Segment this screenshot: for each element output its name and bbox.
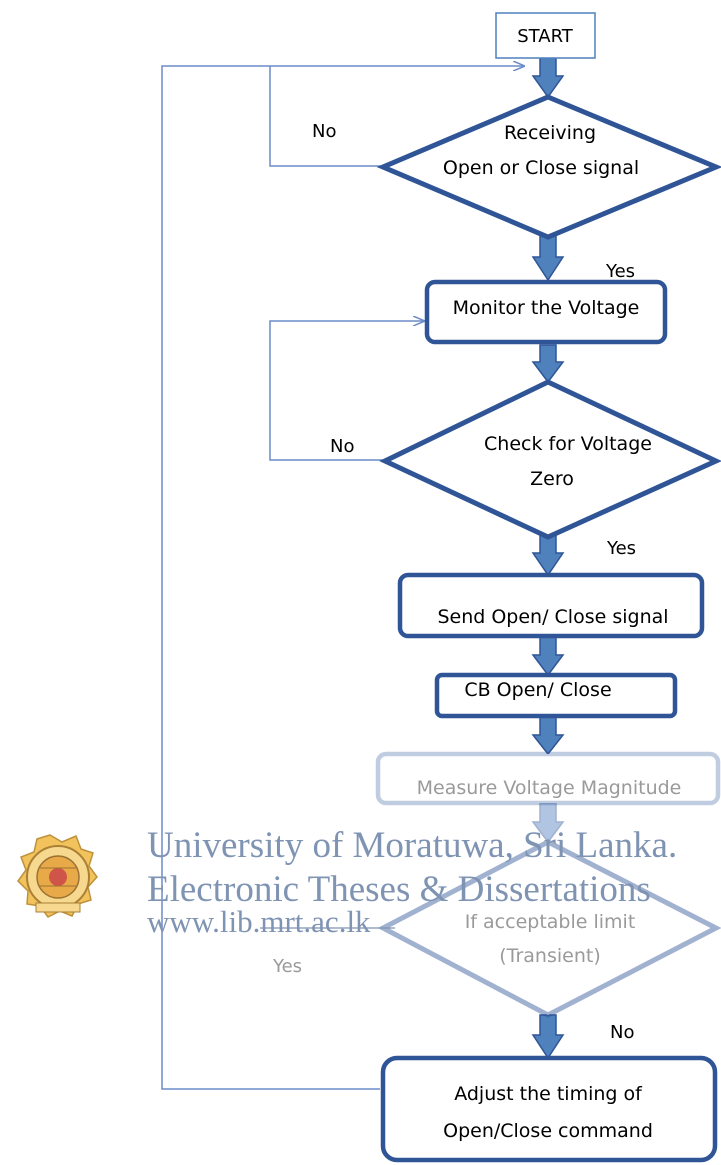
arrow-acceptable-to-adjust <box>531 1014 565 1060</box>
acceptable-label-line2: (Transient) <box>499 945 601 967</box>
send-signal-label: Send Open/ Close signal <box>437 606 668 628</box>
adjust-label-line1: Adjust the timing of <box>454 1083 643 1105</box>
cb-node <box>434 672 678 719</box>
label-no-1: No <box>312 121 336 142</box>
cb-label: CB Open/ Close <box>464 679 611 701</box>
arrow-monitor-to-check <box>531 344 565 384</box>
check-zero-label-line1: Check for Voltage <box>484 433 652 455</box>
label-no-2: No <box>330 436 354 457</box>
arrow-send-to-cb <box>531 635 565 677</box>
watermark-line-1: University of Moratuwa, Sri Lanka. <box>147 825 678 866</box>
send-signal-node <box>397 572 705 639</box>
acceptable-decision <box>377 839 721 1018</box>
receiving-label-line2: Open or Close signal <box>443 157 639 179</box>
acceptable-label-line1: If acceptable limit <box>465 911 636 933</box>
adjust-node <box>380 1055 718 1163</box>
arrow-start-to-receiving <box>531 55 565 99</box>
check-zero-label-line2: Zero <box>530 468 574 490</box>
receiving-decision <box>376 94 721 240</box>
monitor-label: Monitor the Voltage <box>453 297 640 319</box>
arrow-cb-to-measure <box>531 715 565 756</box>
watermark-line-3: www.lib.mrt.ac.lk <box>147 904 371 939</box>
flow-arrows <box>531 55 565 1060</box>
arrow-measure-to-acceptable <box>531 802 565 844</box>
no-loop-line-1 <box>269 66 385 167</box>
monitor-node <box>424 279 668 345</box>
receiving-label-line1: Receiving <box>504 122 596 144</box>
check-zero-decision <box>379 379 721 540</box>
arrow-receiving-to-monitor <box>531 235 565 282</box>
no-loop-line-2 <box>269 321 424 461</box>
label-yes-3: Yes <box>272 956 302 977</box>
label-yes-1: Yes <box>605 261 635 282</box>
university-seal-icon <box>17 834 98 918</box>
measure-node <box>375 751 721 806</box>
outer-loop-line <box>161 66 524 1090</box>
label-no-3: No <box>610 1022 634 1043</box>
label-yes-2: Yes <box>606 538 636 559</box>
start-label: START <box>517 26 574 47</box>
watermark-line-2: Electronic Theses & Dissertations <box>147 869 651 910</box>
adjust-label-line2: Open/Close command <box>443 1120 653 1142</box>
start-node <box>495 12 596 59</box>
measure-label: Measure Voltage Magnitude <box>417 777 682 799</box>
